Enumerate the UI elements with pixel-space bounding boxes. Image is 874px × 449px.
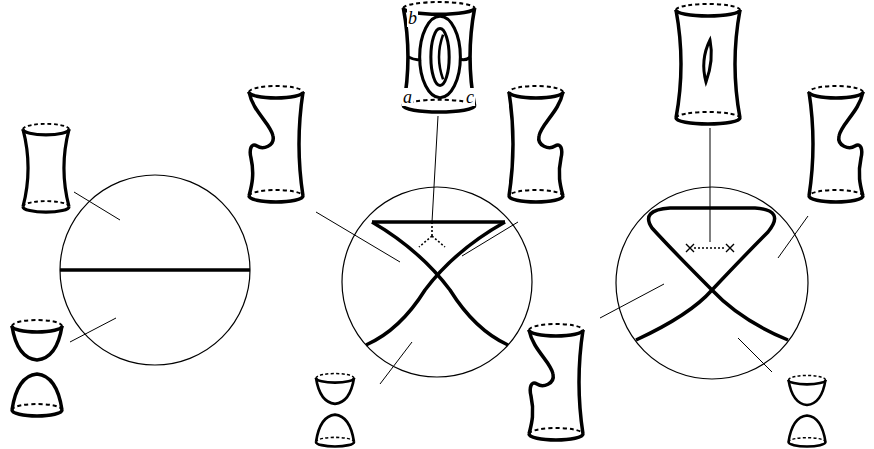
curve-label: b xyxy=(407,9,418,27)
curve-label: a xyxy=(402,88,413,106)
curve-label: c xyxy=(465,88,475,106)
